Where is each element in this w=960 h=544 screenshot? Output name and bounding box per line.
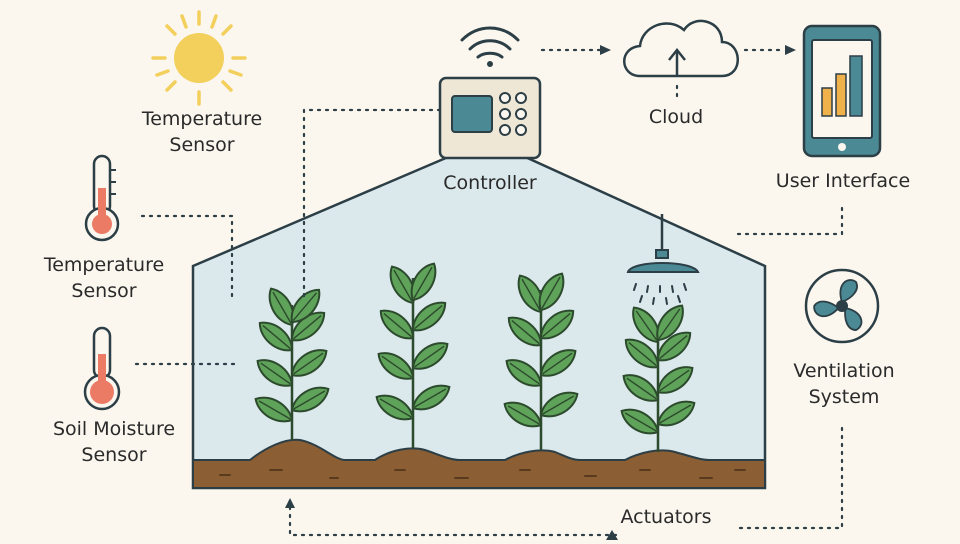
temperature-sensor-label: Temperature Sensor: [14, 252, 194, 304]
arrowheads: [285, 45, 796, 540]
plant: [250, 283, 334, 440]
label-line: Sensor: [71, 280, 137, 302]
soil-bed: [192, 438, 766, 489]
ventilation-system-label: Ventilation System: [764, 358, 924, 410]
label-line: Soil Moisture: [52, 418, 176, 440]
label-line: Sensor: [169, 134, 235, 156]
label-line: Sensor: [81, 444, 147, 466]
cloud-upload-icon: [623, 19, 739, 78]
cloud-label: Cloud: [648, 106, 704, 128]
label-line: Temperature: [141, 108, 263, 130]
controller-label: Controller: [443, 172, 537, 194]
label-line: Ventilation: [793, 360, 895, 382]
actuators-label: Actuators: [620, 506, 712, 528]
controller-device-icon: [438, 76, 542, 160]
greenhouse: [191, 138, 767, 490]
temperature-sensor-sun-label: Temperature Sensor: [112, 106, 292, 158]
connectors: [134, 48, 844, 537]
plant: [616, 299, 700, 452]
soil-moisture-sensor-label: Soil Moisture Sensor: [24, 416, 204, 468]
user-interface-label: User Interface: [775, 170, 911, 192]
wifi-icon: [460, 26, 520, 67]
thermometer-icon: [83, 326, 121, 411]
fan-icon: [804, 268, 880, 344]
label-line: Temperature: [43, 254, 165, 276]
smartphone-chart-icon: [802, 24, 882, 158]
plant: [499, 268, 583, 450]
plant: [371, 258, 455, 448]
sun-icon: [151, 10, 247, 106]
sprinkler-icon: [626, 214, 700, 305]
thermometer-icon: [84, 154, 120, 242]
label-line: System: [808, 386, 880, 408]
